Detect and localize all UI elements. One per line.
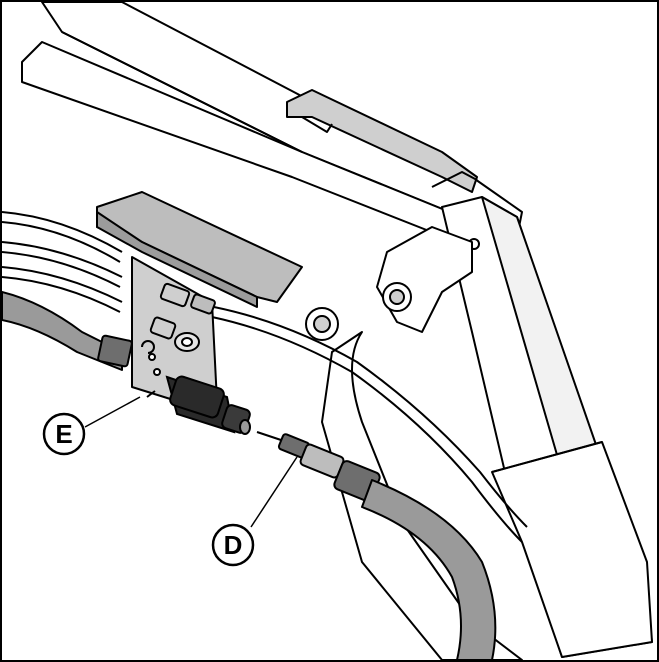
boom-arm <box>21 2 523 243</box>
callout-d-label: D <box>224 530 243 560</box>
boom-cylinder <box>424 196 653 658</box>
female-quick-coupler <box>165 375 251 435</box>
left-hose <box>2 291 133 371</box>
hydraulic-hose-coupler <box>256 431 497 660</box>
callout-d: D <box>211 523 255 567</box>
leader-lines <box>84 396 298 528</box>
hydraulic-tubes <box>2 211 528 543</box>
callout-e-label: E <box>55 419 72 449</box>
bracket-fittings <box>149 282 216 352</box>
boom-top-bracket <box>286 89 478 193</box>
callout-e: E <box>42 412 86 456</box>
